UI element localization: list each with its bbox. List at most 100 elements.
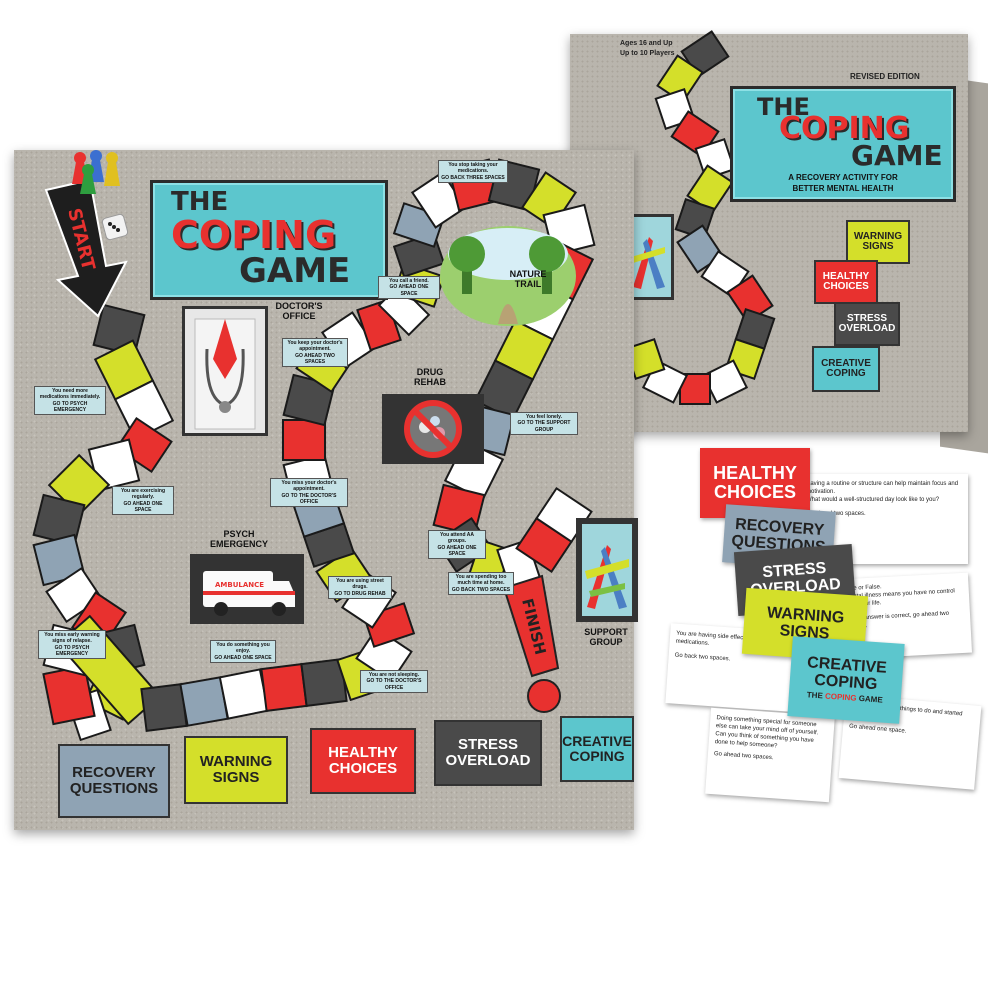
instruction-action: GO AHEAD TWO SPACES (295, 352, 335, 365)
board-title-the: THE (171, 187, 229, 217)
instruction-action: GO TO THE SUPPORT GROUP (517, 420, 571, 433)
path-space (701, 359, 749, 404)
pawn-icon[interactable] (80, 164, 96, 194)
doctors-office-label: DOCTOR'S OFFICE (275, 301, 323, 321)
instruction-text: You keep your doctor's appointment. (287, 340, 343, 353)
path-space (32, 493, 86, 547)
path-space (520, 171, 578, 229)
instruction-text: You call a friend. (389, 278, 429, 284)
box-cat-bottom: CHOICES (823, 281, 869, 292)
mini-logo-game: GAME (858, 693, 884, 705)
box-cat-top: HEALTHY (822, 270, 870, 282)
instruction-text: You are using street drugs. (336, 578, 384, 591)
path-space (679, 373, 711, 405)
path-space (282, 419, 326, 461)
text-card[interactable]: Doing something special for someone else… (705, 707, 835, 803)
game-board: THE COPING GAME START DOCTOR'S OFFICE DR… (14, 150, 638, 830)
instruction-card: You miss early warning signs of relapse.… (38, 630, 106, 659)
category-top: STRESS (457, 736, 518, 754)
instruction-action: GO AHEAD ONE SPACE (389, 284, 429, 297)
instruction-action: GO AHEAD ONE SPACE (437, 544, 477, 557)
nature-trail-picture (438, 224, 578, 328)
instruction-text: You do something you enjoy. (216, 642, 270, 655)
instruction-action: GO TO DRUG REHAB (334, 590, 386, 597)
finish-marker: FINISH (502, 574, 561, 713)
instruction-text: You are spending too much time at home. (455, 574, 507, 587)
instruction-text: You stop taking your medications. (448, 162, 498, 175)
box-cat-top: CREATIVE (821, 357, 871, 369)
support-group-picture (576, 518, 638, 622)
instruction-text: You are exercising regularly. (120, 488, 166, 501)
instruction-card: You are not sleeping.GO TO THE DOCTOR'S … (360, 670, 428, 693)
box-title-panel: THE COPING GAME A RECOVERY ACTIVITY FOR … (730, 86, 956, 202)
mini-logo-the: THE (806, 689, 824, 701)
box-players: Up to 10 Players (620, 50, 675, 57)
path-space (282, 373, 336, 427)
instruction-card: You stop taking your medications.GO BACK… (438, 160, 508, 183)
instruction-action: GO TO PSYCH EMERGENCY (52, 400, 88, 413)
category-top: HEALTHY (713, 463, 797, 484)
instruction-card: You keep your doctor's appointment.GO AH… (282, 338, 348, 367)
box-subtitle-2: BETTER MENTAL HEALTH (792, 184, 894, 193)
instruction-action: GO AHEAD ONE SPACE (123, 500, 163, 513)
card-action: Go ahead two spaces. (806, 511, 866, 518)
instruction-action: GO BACK THREE SPACES (441, 174, 505, 181)
ambulance-picture: AMBULANCE (190, 554, 304, 624)
path-space (113, 379, 175, 441)
category-bottom: CHOICES (328, 760, 398, 777)
box-title-coping: COPING (779, 111, 910, 146)
path-space (115, 416, 173, 474)
instruction-card: You are spending too much time at home.G… (448, 572, 514, 595)
drug-rehab-label: DRUG REHAB (413, 367, 446, 387)
game-pieces (72, 150, 129, 241)
ambulance-icon: AMBULANCE (203, 571, 295, 616)
card-text: Having a routine or structure can help m… (806, 481, 959, 496)
box-title-the: THE (757, 93, 810, 121)
pawn-icon[interactable] (104, 152, 120, 186)
box-title-game: GAME (851, 139, 943, 172)
box-cat-top: WARNING (853, 230, 903, 242)
box-subtitle-1: A RECOVERY ACTIVITY FOR (788, 173, 898, 182)
doctor-coat-icon (194, 318, 256, 430)
category-bottom: SIGNS (212, 769, 260, 786)
box-edition: REVISED EDITION (850, 72, 920, 81)
box-cat-bottom: OVERLOAD (838, 323, 896, 334)
path-space (726, 274, 774, 324)
board-title-game: GAME (239, 251, 351, 291)
instruction-action: GO BACK TWO SPACES (451, 586, 511, 593)
instruction-card: You are exercising regularly.GO AHEAD ON… (112, 486, 174, 515)
instruction-action: GO TO PSYCH EMERGENCY (54, 644, 90, 657)
instruction-text: You miss your doctor's appointment. (281, 480, 337, 493)
mini-logo-coping: COPING (824, 691, 857, 703)
category-top: HEALTHY (328, 744, 398, 762)
category-bottom: QUESTIONS (69, 780, 159, 797)
box-cat-top: STRESS (846, 312, 887, 324)
instruction-card: You attend AA groups.GO AHEAD ONE SPACE (428, 530, 486, 559)
box-ages: Ages 16 and Up (620, 40, 673, 47)
die-icon[interactable] (101, 213, 129, 241)
category-bottom: COPING (569, 748, 625, 764)
instruction-card: You need more medications immediately.GO… (34, 386, 106, 415)
box-path (624, 30, 776, 405)
category-top: RECOVERY (72, 764, 156, 782)
instruction-card: You call a friend.GO AHEAD ONE SPACE (378, 276, 440, 299)
drug-rehab-picture (382, 394, 484, 464)
start-arrow: START (44, 178, 128, 318)
card-question: What would a well-structured day look li… (806, 497, 940, 504)
nature-trail-label: NATURE TRAIL (509, 269, 547, 289)
instruction-action: GO TO THE DOCTOR'S OFFICE (281, 492, 337, 505)
instruction-card: You do something you enjoy.GO AHEAD ONE … (210, 640, 276, 663)
instruction-text: You are not sleeping. (368, 672, 420, 678)
psych-emergency-label: PSYCH EMERGENCY (209, 529, 268, 549)
no-drugs-icon (404, 400, 462, 458)
path-space (42, 664, 96, 726)
box-cat-bottom: COPING (826, 368, 866, 379)
